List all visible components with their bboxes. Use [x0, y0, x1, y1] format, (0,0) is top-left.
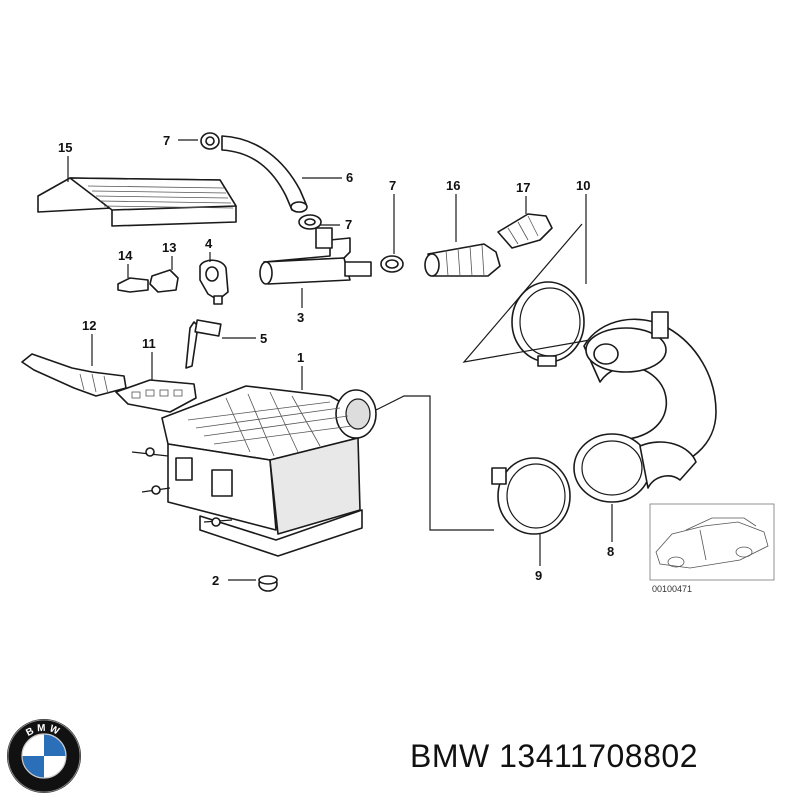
label-7-right: 7 [389, 178, 396, 193]
part-16-bellows [424, 243, 501, 277]
label-5: 5 [260, 331, 267, 346]
label-12: 12 [82, 318, 96, 333]
label-4: 4 [205, 236, 213, 251]
part-2-grommet [258, 575, 278, 592]
part-7-right-clamp [380, 255, 404, 273]
label-13: 13 [162, 240, 176, 255]
part-4-sensor [199, 259, 229, 305]
part-5-bracket [185, 319, 222, 369]
label-11: 11 [142, 336, 156, 351]
part-1-air-flow-meter [131, 385, 377, 557]
label-14: 14 [118, 248, 133, 263]
part-13-connector [149, 269, 179, 293]
part-10-clamp [511, 281, 585, 367]
label-2: 2 [212, 573, 219, 588]
label-7-top: 7 [163, 133, 170, 148]
part-12-boot [21, 353, 127, 397]
label-3: 3 [297, 310, 304, 325]
part-8-boot [573, 433, 697, 503]
part-7-top-clamp [200, 132, 220, 150]
logo-text: BMW [24, 723, 60, 739]
part-17-connector [497, 213, 553, 249]
label-16: 16 [446, 178, 460, 193]
part-number-title: BMW 13411708802 [410, 738, 698, 774]
reference-car-thumbnail [649, 503, 775, 581]
label-17: 17 [516, 180, 530, 195]
label-10: 10 [576, 178, 590, 193]
label-9: 9 [535, 568, 542, 583]
part-11-plug [115, 379, 197, 413]
intake-hose [583, 311, 717, 471]
label-6: 6 [346, 170, 353, 185]
svg-text:BMW: BMW [24, 723, 63, 739]
part-15-cover [37, 177, 237, 227]
part-9-clamp [491, 457, 571, 535]
part-7-middle-clamp [298, 214, 322, 230]
label-1: 1 [297, 350, 304, 365]
bmw-logo: BMW [7, 719, 81, 793]
label-8: 8 [607, 544, 614, 559]
label-15: 15 [58, 140, 72, 155]
part-6-hose [221, 135, 308, 213]
part-14-bulb [117, 277, 149, 293]
part-3-pipe [259, 227, 372, 285]
reference-code: 00100471 [652, 584, 692, 594]
label-7-mid: 7 [345, 217, 352, 232]
